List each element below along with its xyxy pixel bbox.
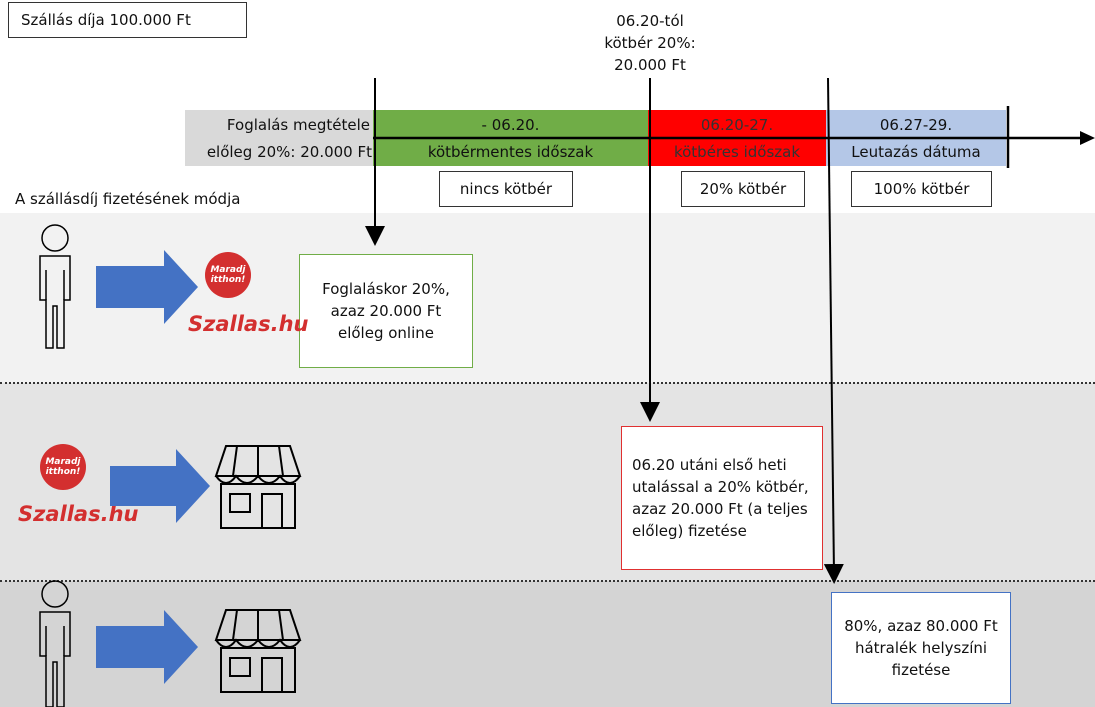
section-title: A szállásdíj fizetésének módja	[15, 190, 241, 208]
timeline-arrow-head	[1080, 131, 1095, 145]
maradj-itthon-badge: Maradj itthon!	[40, 444, 86, 490]
payment-note-transfer: 06.20 utáni első heti utalással a 20% kö…	[621, 426, 823, 570]
shop-icon	[214, 445, 302, 529]
timeline-left-label: Foglalás megtétele előleg 20%: 20.000 Ft	[185, 110, 375, 166]
szallas-hu-logo: Szallas.hu	[188, 312, 309, 336]
person-icon	[39, 580, 71, 707]
blue-arrow	[96, 610, 198, 684]
penalty-label-none: nincs kötbér	[439, 171, 573, 207]
payment-note-onsite: 80%, azaz 80.000 Ft hátralék helyszíni f…	[831, 592, 1011, 704]
person-icon	[39, 224, 71, 349]
price-label: Szállás díja 100.000 Ft	[8, 2, 247, 38]
shop-icon	[214, 609, 302, 693]
penalty-note: 06.20-tól kötbér 20%: 20.000 Ft	[604, 12, 696, 74]
payment-note-online-deposit: Foglaláskor 20%, azaz 20.000 Ft előleg o…	[299, 254, 473, 368]
maradj-itthon-badge: Maradj itthon!	[205, 252, 251, 298]
arrow-departure	[823, 77, 844, 584]
blue-arrow	[110, 449, 210, 523]
row-divider	[0, 580, 1095, 582]
blue-arrow	[96, 250, 198, 324]
row-divider	[0, 382, 1095, 384]
penalty-label-100: 100% kötbér	[851, 171, 992, 207]
penalty-label-20: 20% kötbér	[681, 171, 805, 207]
